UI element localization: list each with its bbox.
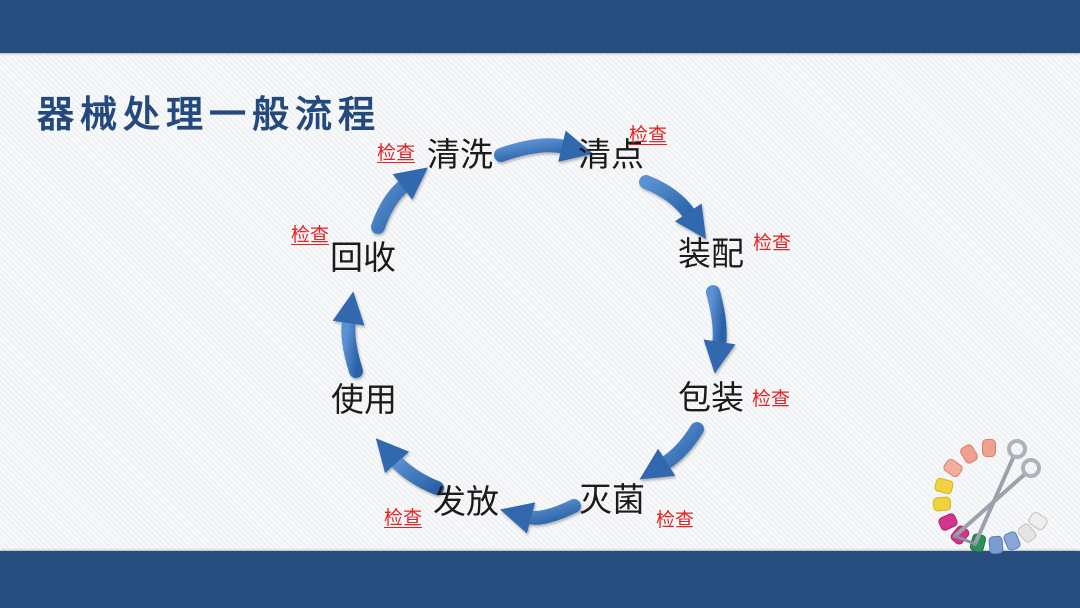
arrow-counting-to-assembly [639,175,707,240]
node-distribution: 发放 [433,485,499,521]
surgical-instruments-image [932,439,1048,554]
node-usage: 使用 [331,383,397,419]
check-label-recycling: 检查 [291,225,330,246]
bottom-accent-bar [0,551,1080,608]
check-label-sterilization: 检查 [656,510,695,531]
node-recycling: 回收 [330,241,396,277]
node-counting: 清点 [578,138,644,174]
check-label-packaging: 检查 [752,389,791,410]
colored-clips-arc [932,439,1048,554]
check-label-counting: 检查 [629,125,668,146]
node-cleaning: 清洗 [427,138,493,174]
arrow-sterilize-to-distribute [499,499,581,534]
check-label-cleaning: 检查 [377,143,416,164]
check-label-distribution: 检查 [384,508,423,529]
slide-title: 器械处理一般流程 [37,95,381,136]
arrow-distribute-to-usage [375,438,444,495]
check-label-assembly: 检查 [753,233,792,254]
arrow-packaging-to-sterilize [639,422,704,480]
arrow-assembly-to-packaging [703,285,736,374]
top-accent-bar [0,0,1080,53]
arrow-cleaning-to-counting [494,130,594,162]
forceps [953,439,1041,546]
node-assembly: 装配 [678,237,744,273]
node-packaging: 包装 [678,381,744,417]
arrow-usage-to-recycle [332,291,365,378]
arrow-recycle-to-cleaning [371,167,429,234]
node-sterilization: 灭菌 [579,483,645,519]
